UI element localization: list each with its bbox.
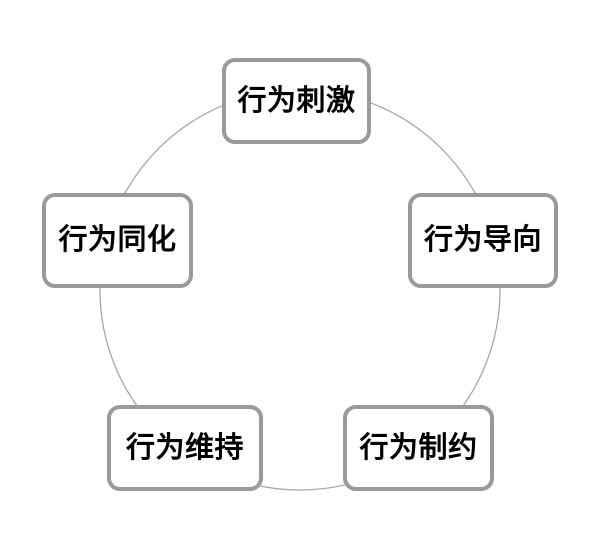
- cycle-node-behavior-restriction[interactable]: 行为制约: [343, 405, 494, 491]
- cycle-node-label: 行为维持: [125, 431, 244, 464]
- cycle-node-label: 行为导向: [423, 224, 542, 256]
- cycle-node-label: 行为制约: [359, 431, 478, 464]
- cycle-node-behavior-guidance[interactable]: 行为导向: [408, 193, 558, 288]
- cycle-node-behavior-assimilation[interactable]: 行为同化: [42, 193, 193, 288]
- cycle-node-label: 行为同化: [58, 224, 177, 256]
- cycle-node-behavior-stimulus[interactable]: 行为刺激: [222, 58, 371, 144]
- cycle-node-label: 行为刺激: [237, 84, 356, 117]
- cycle-node-behavior-maintenance[interactable]: 行为维持: [107, 405, 263, 491]
